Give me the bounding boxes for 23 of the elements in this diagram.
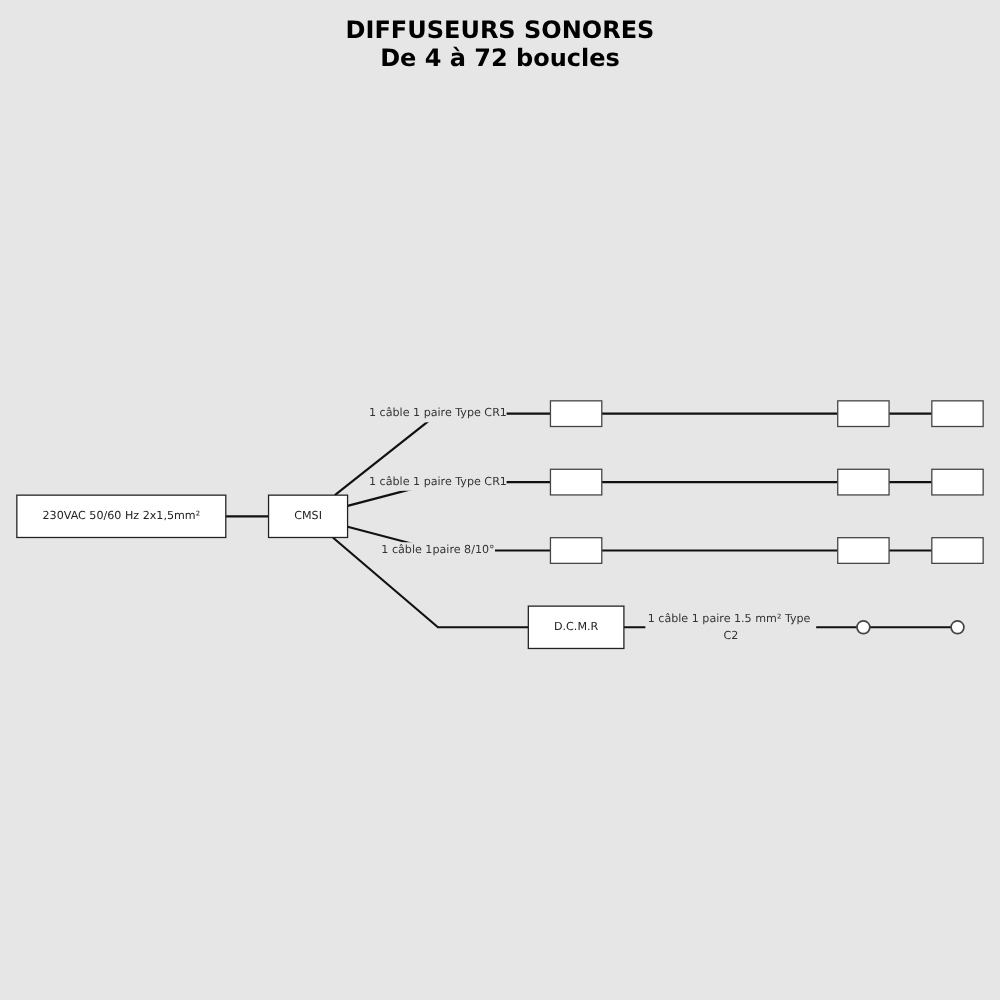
- node-box: [549, 400, 603, 428]
- node-box: [837, 469, 890, 496]
- connector: [332, 537, 529, 629]
- connector: [889, 412, 932, 416]
- connector: [334, 412, 551, 497]
- connector: [601, 549, 838, 552]
- node-box: [931, 400, 984, 428]
- connector: [889, 481, 932, 484]
- node-circle: [950, 620, 965, 635]
- node-circle: [856, 620, 871, 635]
- connector: [225, 515, 269, 518]
- node-box: [931, 537, 984, 565]
- node-box: [837, 537, 890, 565]
- node-box: [837, 400, 890, 428]
- node-box: [931, 469, 984, 496]
- note-text: De 4 à 72 boucles: [378, 44, 622, 72]
- connector: [889, 549, 932, 552]
- connector: [601, 481, 838, 484]
- connector: [601, 412, 838, 416]
- connector: [869, 626, 952, 629]
- note-text: DIFFUSEURS SONORES: [343, 16, 657, 44]
- node-box: [549, 537, 603, 565]
- node-box: [549, 469, 603, 496]
